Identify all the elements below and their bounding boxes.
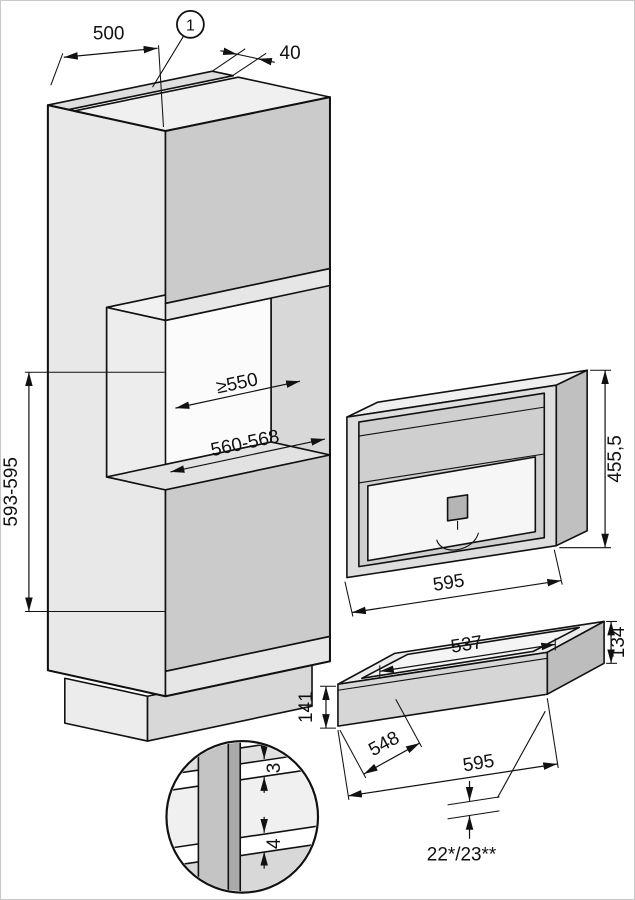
dim-560-line: [170, 438, 326, 473]
callout-1-label: 1: [186, 17, 195, 34]
dim-500-ext-right: [157, 45, 165, 128]
dim-500-ext-left: [50, 53, 64, 86]
dim-40-label: 40: [280, 43, 301, 64]
dim-2223-line-a: [447, 796, 500, 806]
dim-3-label: 3: [264, 763, 285, 774]
dim-550-line: [175, 380, 301, 409]
detail-door-edge-front: [197, 742, 230, 892]
dim-2223-label: 22*/23**: [427, 845, 497, 866]
dim-537-line: [379, 642, 556, 673]
dim-548-ext-back: [395, 698, 423, 748]
built-in-appliance: [346, 369, 588, 579]
dim-595a-label: 595: [431, 570, 466, 596]
detail-door-edge-side: [227, 742, 242, 892]
dim-537-label: 537: [449, 632, 484, 658]
dim-141-label: 141: [296, 691, 317, 723]
cabinet-outline: [46, 96, 331, 698]
upper-door-panel: [164, 96, 331, 305]
dim-40-ext-b: [212, 48, 246, 72]
dim-595a-line: [351, 578, 562, 615]
callout-1-circle: [176, 9, 205, 39]
dim-595a-ext-right: [553, 549, 563, 585]
cabinet-dimensions: 500 1 40 ≥550 560-568 593-595: [1, 9, 326, 613]
appliance-divider-line: [358, 453, 545, 484]
dim-40-arrow-right: [257, 57, 275, 66]
niche-left-wall: [105, 306, 167, 491]
dim-40-arrow-left: [220, 47, 238, 56]
detail-circle-border: [165, 739, 320, 894]
dim-40-ext-a: [232, 52, 267, 76]
coffee-spout: [446, 494, 469, 522]
dim-593-label: 593-595: [1, 457, 22, 527]
tall-cabinet: [46, 70, 331, 742]
dim-4-label: 4: [264, 838, 285, 849]
lower-door-panel: [164, 454, 331, 673]
dim-595b-ext-right: [546, 698, 559, 769]
dim-595b-ext-left: [337, 730, 350, 800]
niche-right-wall: [270, 271, 331, 456]
callout-1-leader: [152, 36, 184, 88]
dim-2223-leader: [496, 710, 546, 799]
dim-134-label: 134: [608, 627, 629, 659]
appliance-display-line: [358, 406, 545, 437]
drip-tray-arc: [436, 532, 480, 551]
dim-500-label: 500: [93, 23, 125, 44]
dim-595a-ext-left: [344, 581, 354, 617]
dim-2223-line-b: [447, 810, 500, 820]
dim-595b-line: [347, 762, 558, 798]
appliance-right-side: [555, 369, 588, 547]
dim-4555-label: 455,5: [605, 435, 626, 482]
dim-500-line: [63, 45, 158, 60]
appliance-dimensions: 455,5 595: [344, 369, 626, 617]
dim-595b-label: 595: [461, 751, 496, 777]
dim-40-line: [236, 53, 259, 60]
drawer-dimensions: 537 134 141 548 595 22*/23**: [296, 620, 629, 866]
detail-view: 3 4: [165, 739, 320, 894]
